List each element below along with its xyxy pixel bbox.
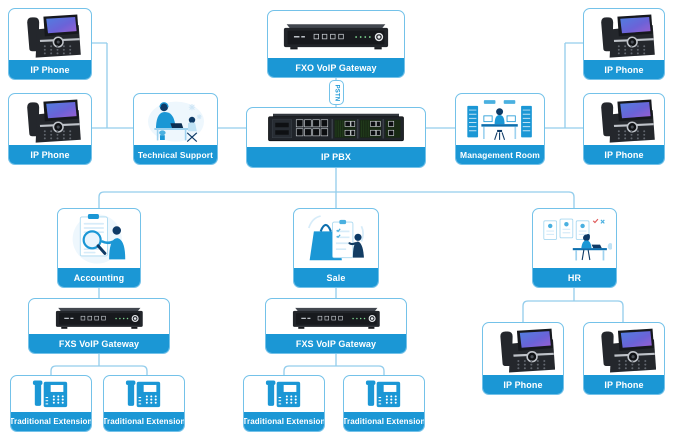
node-ip-phone-bottom-right-1: IP Phone bbox=[482, 322, 564, 395]
node-traditional-extension-2: Traditional Extension bbox=[103, 375, 185, 432]
node-traditional-extension-3: Traditional Extension bbox=[243, 375, 325, 432]
ip-phone-icon bbox=[584, 94, 664, 145]
node-label: IP Phone bbox=[584, 375, 664, 394]
node-fxs-voip-gateway-center: FXS VoIP Gateway bbox=[265, 298, 407, 354]
traditional-phone-icon bbox=[11, 376, 91, 412]
node-label: FXO VoIP Gateway bbox=[268, 58, 404, 77]
node-management-room: Management Room bbox=[455, 93, 545, 165]
node-ip-pbx: IP PBX bbox=[246, 107, 426, 168]
node-label: Traditional Extension bbox=[11, 412, 91, 431]
node-traditional-extension-1: Traditional Extension bbox=[10, 375, 92, 432]
ip-phone-icon bbox=[9, 9, 91, 60]
node-label: Technical Support bbox=[134, 145, 217, 164]
management-room-illustration bbox=[456, 94, 544, 145]
node-label: IP Phone bbox=[584, 145, 664, 164]
node-ip-phone-top-right: IP Phone bbox=[583, 8, 665, 80]
node-sale: Sale bbox=[293, 208, 379, 288]
node-label: Management Room bbox=[456, 145, 544, 164]
ip-phone-icon bbox=[483, 323, 563, 375]
hr-illustration bbox=[533, 209, 616, 268]
node-label: Traditional Extension bbox=[344, 412, 424, 431]
node-ip-phone-top-left: IP Phone bbox=[8, 8, 92, 80]
node-label: Accounting bbox=[58, 268, 140, 287]
accounting-illustration bbox=[58, 209, 140, 268]
node-ip-phone-mid-left: IP Phone bbox=[8, 93, 92, 165]
node-label: Traditional Extension bbox=[104, 412, 184, 431]
traditional-phone-icon bbox=[104, 376, 184, 412]
voip-gateway-device-icon bbox=[29, 299, 169, 334]
node-label: IP Phone bbox=[9, 145, 91, 164]
node-label: IP Phone bbox=[9, 60, 91, 79]
ip-pbx-device-icon bbox=[247, 108, 425, 147]
node-ip-phone-mid-right: IP Phone bbox=[583, 93, 665, 165]
voip-gateway-device-icon bbox=[268, 11, 404, 58]
node-traditional-extension-4: Traditional Extension bbox=[343, 375, 425, 432]
node-ip-phone-bottom-right-2: IP Phone bbox=[583, 322, 665, 395]
traditional-phone-icon bbox=[344, 376, 424, 412]
node-label: Traditional Extension bbox=[244, 412, 324, 431]
traditional-phone-icon bbox=[244, 376, 324, 412]
node-label: FXS VoIP Gateway bbox=[266, 334, 406, 353]
node-label: IP Phone bbox=[584, 60, 664, 79]
node-label: FXS VoIP Gateway bbox=[29, 334, 169, 353]
ip-phone-icon bbox=[9, 94, 91, 145]
voip-gateway-device-icon bbox=[266, 299, 406, 334]
pstn-label: PSTN bbox=[333, 84, 340, 101]
node-accounting: Accounting bbox=[57, 208, 141, 288]
node-label: Sale bbox=[294, 268, 378, 287]
node-label: IP PBX bbox=[247, 147, 425, 167]
node-fxs-voip-gateway-left: FXS VoIP Gateway bbox=[28, 298, 170, 354]
ip-phone-icon bbox=[584, 9, 664, 60]
ip-phone-icon bbox=[584, 323, 664, 375]
pstn-badge: PSTN bbox=[329, 80, 344, 105]
sale-illustration bbox=[294, 209, 378, 268]
node-hr: HR bbox=[532, 208, 617, 288]
node-label: HR bbox=[533, 268, 616, 287]
node-label: IP Phone bbox=[483, 375, 563, 394]
node-fxo-voip-gateway: FXO VoIP Gateway bbox=[267, 10, 405, 78]
node-technical-support: Technical Support bbox=[133, 93, 218, 165]
technical-support-illustration bbox=[134, 94, 217, 145]
